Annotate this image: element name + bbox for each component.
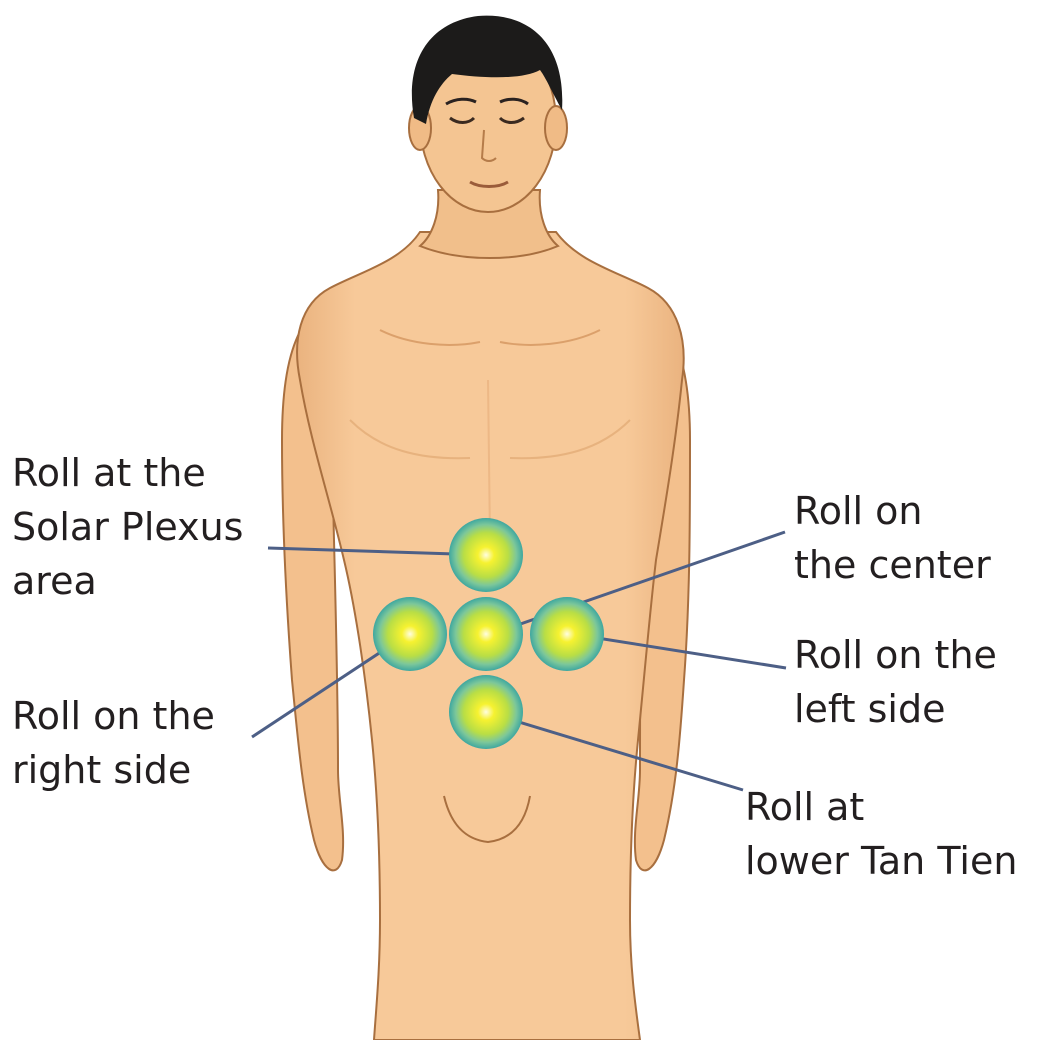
label-lower-tan-tien-line-2: lower Tan Tien xyxy=(745,834,1017,888)
label-solar-plexus: Roll at the Solar Plexus area xyxy=(12,446,243,608)
marker-left-side xyxy=(530,597,604,671)
label-center: Roll on the center xyxy=(794,484,991,592)
label-right-side-line-2: right side xyxy=(12,743,215,797)
marker-right-side xyxy=(373,597,447,671)
label-solar-plexus-line-3: area xyxy=(12,554,243,608)
label-left-side: Roll on the left side xyxy=(794,628,997,736)
label-lower-tan-tien: Roll at lower Tan Tien xyxy=(745,780,1017,888)
label-lower-tan-tien-line-1: Roll at xyxy=(745,780,1017,834)
label-solar-plexus-line-2: Solar Plexus xyxy=(12,500,243,554)
label-center-line-2: the center xyxy=(794,538,991,592)
label-solar-plexus-line-1: Roll at the xyxy=(12,446,243,500)
label-left-side-line-2: left side xyxy=(794,682,997,736)
label-right-side-line-1: Roll on the xyxy=(12,689,215,743)
marker-center xyxy=(449,597,523,671)
marker-solar-plexus xyxy=(449,518,523,592)
marker-lower-tan-tien xyxy=(449,675,523,749)
label-left-side-line-1: Roll on the xyxy=(794,628,997,682)
label-right-side: Roll on the right side xyxy=(12,689,215,797)
label-center-line-1: Roll on xyxy=(794,484,991,538)
